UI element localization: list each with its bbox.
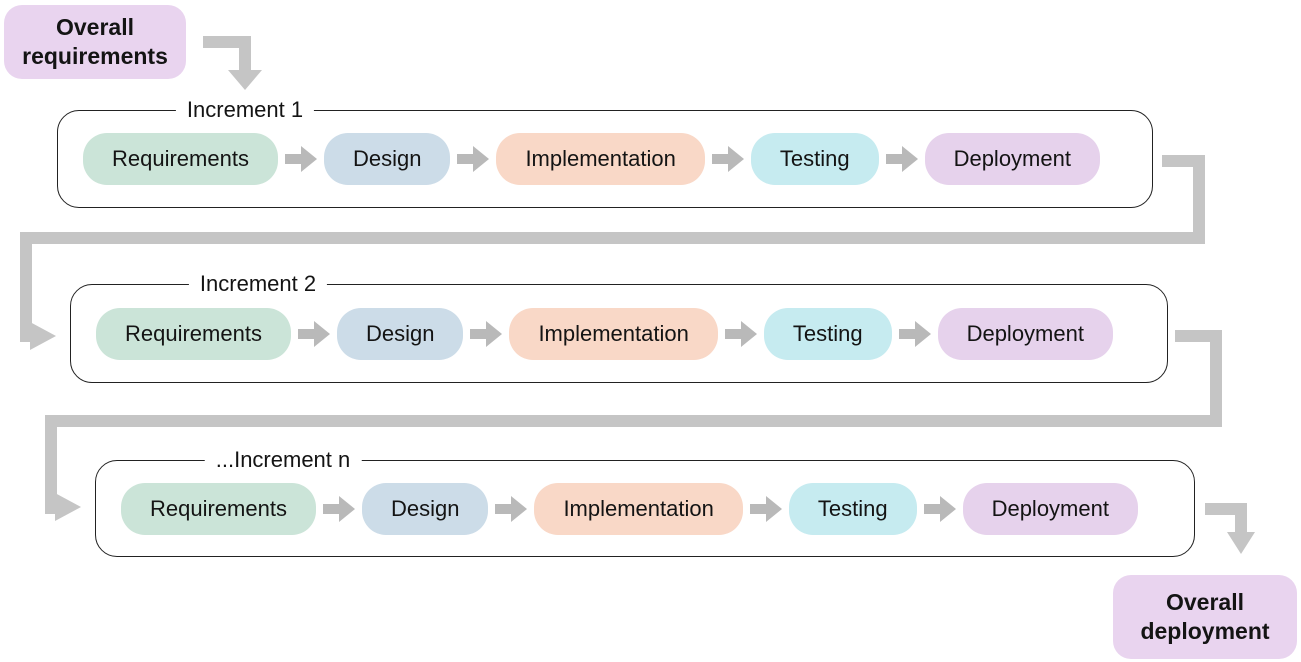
right-arrow-icon [923,495,956,522]
stage-testing: Testing [750,133,879,185]
connector-increment1-to-increment2 [20,155,1205,350]
stage-design: Design [323,133,451,185]
connector-increment2-to-incrementn [45,330,1222,521]
increment-n-label: ...Increment n [204,445,362,475]
increment-1-label: Increment 1 [175,95,315,125]
increment-n-stages: Requirements Design Implementation Testi… [96,461,1194,556]
overall-requirements-box: Overall requirements [4,5,186,79]
stage-implementation: Implementation [509,307,718,360]
right-arrow-icon [495,495,528,522]
stage-requirements: Requirements [121,482,316,535]
right-arrowhead-icon [55,493,81,521]
right-arrowhead-icon [30,322,56,350]
increment-n-box: ...Increment n Requirements Design Imple… [95,445,1195,557]
right-arrow-icon [724,320,757,347]
overall-deployment-label: Overall deployment [1140,589,1270,644]
right-arrow-icon [749,495,782,522]
stage-design: Design [336,307,464,360]
stage-implementation: Implementation [496,133,705,185]
increment-2-stages: Requirements Design Implementation Testi… [71,285,1167,382]
connector-incrementn-to-overall-deployment [1205,503,1255,554]
stage-implementation: Implementation [534,482,743,535]
increment-2-box: Increment 2 Requirements Design Implemen… [70,269,1168,383]
increment-1-box: Increment 1 Requirements Design Implemen… [57,95,1153,208]
right-arrow-icon [470,320,503,347]
stage-testing: Testing [788,482,917,535]
right-arrow-icon [898,320,931,347]
down-arrowhead-icon [228,70,262,90]
right-arrow-icon [284,146,317,172]
stage-design: Design [361,482,489,535]
right-arrow-icon [457,146,490,172]
right-arrow-icon [885,146,918,172]
increment-2-label: Increment 2 [188,269,328,299]
connector-overall-requirements-to-increment1 [203,36,262,90]
right-arrow-icon [297,320,330,347]
right-arrow-icon [711,146,744,172]
stage-testing: Testing [763,307,892,360]
stage-requirements: Requirements [96,307,291,360]
right-arrow-icon [322,495,355,522]
stage-requirements: Requirements [83,133,278,185]
stage-deployment: Deployment [924,133,1100,185]
overall-deployment-box: Overall deployment [1113,575,1297,659]
down-arrowhead-icon [1227,532,1255,554]
overall-requirements-label: Overall requirements [22,14,168,69]
stage-deployment: Deployment [937,307,1113,360]
stage-deployment: Deployment [962,482,1138,535]
increment-1-stages: Requirements Design Implementation Testi… [58,111,1152,207]
